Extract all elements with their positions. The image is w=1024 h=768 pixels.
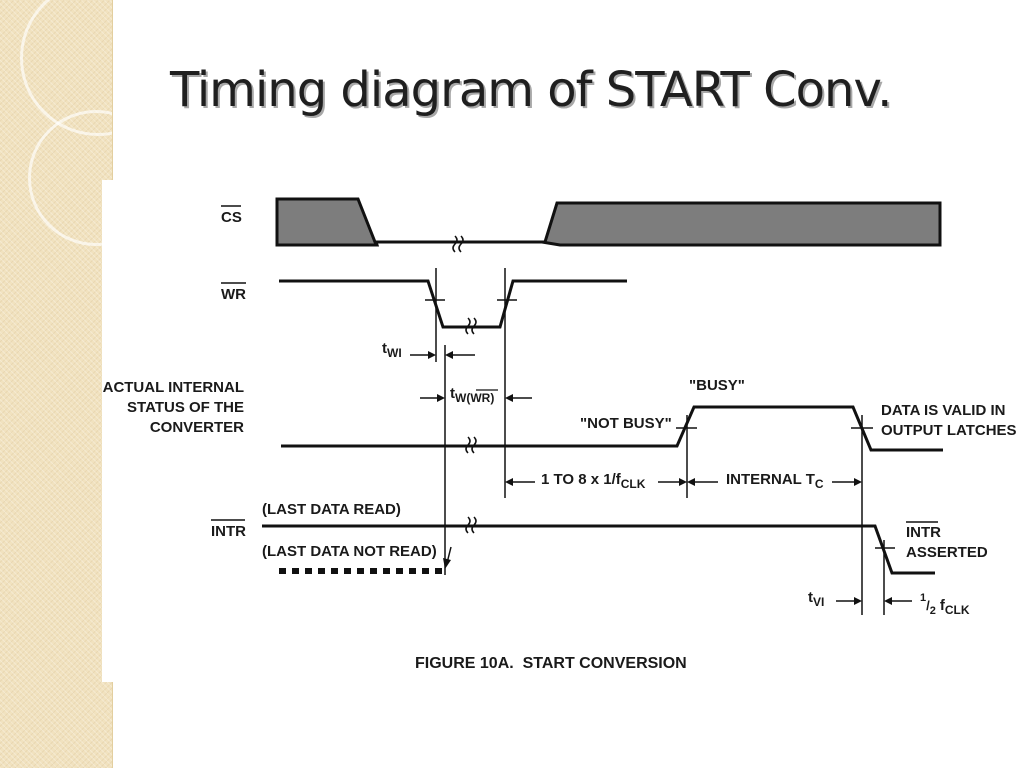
intr-label: INTR	[211, 523, 246, 540]
cs-waveform	[275, 197, 942, 247]
status-waveform	[281, 405, 943, 452]
cs-label: CS	[221, 209, 242, 226]
decorative-side-band	[0, 0, 113, 768]
data-valid-line1: DATA IS VALID IN	[881, 402, 1005, 419]
clk-range-arrowhead-right	[679, 478, 687, 486]
twi-arrowhead-left	[428, 351, 436, 359]
last-data-not-read-label: (LAST DATA NOT READ)	[262, 543, 437, 560]
tvi-arrowhead	[854, 597, 862, 605]
half-fclk-arrowhead	[884, 597, 892, 605]
status-label-line1: ACTUAL INTERNAL	[103, 379, 244, 396]
intr-break-mark	[465, 516, 477, 534]
data-valid-line2: OUTPUT LATCHES	[881, 422, 1017, 439]
cs-break-mark	[452, 235, 464, 253]
not-busy-label: "NOT BUSY"	[580, 415, 672, 432]
status-break-mark	[465, 436, 477, 454]
internal-tc-label: INTERNAL TC	[726, 471, 824, 491]
internal-tc-arrowhead-left	[687, 478, 695, 486]
wr-waveform	[279, 279, 627, 329]
intr-waveform	[262, 524, 935, 575]
slide-title: Timing diagram of START Conv.	[170, 62, 892, 118]
clk-range-arrowhead-left	[505, 478, 513, 486]
intr-reset-arrowhead	[443, 558, 451, 569]
tw-wr-label: tW(WR)	[450, 385, 494, 405]
status-label-line2: STATUS OF THE	[127, 399, 244, 416]
clk-range-label: 1 TO 8 x 1/fCLK	[541, 471, 646, 491]
busy-label: "BUSY"	[689, 377, 745, 394]
last-data-read-label: (LAST DATA READ)	[262, 501, 401, 518]
status-label-line3: CONVERTER	[150, 419, 244, 436]
intr-asserted-line2: ASSERTED	[906, 544, 988, 561]
tw-wr-arrowhead-right	[505, 394, 513, 402]
tw-wr-arrowhead-left	[437, 394, 445, 402]
wr-break-mark	[465, 317, 477, 335]
tvi-label: tVI	[808, 589, 824, 609]
wr-label: WR	[221, 286, 246, 303]
twi-label: tWI	[382, 340, 402, 360]
internal-tc-arrowhead-right	[854, 478, 862, 486]
figure-caption: FIGURE 10A. START CONVERSION	[415, 655, 687, 672]
intr-asserted-line1: INTR	[906, 524, 941, 541]
figure-panel	[102, 180, 1024, 682]
twi-arrowhead-right	[445, 351, 453, 359]
